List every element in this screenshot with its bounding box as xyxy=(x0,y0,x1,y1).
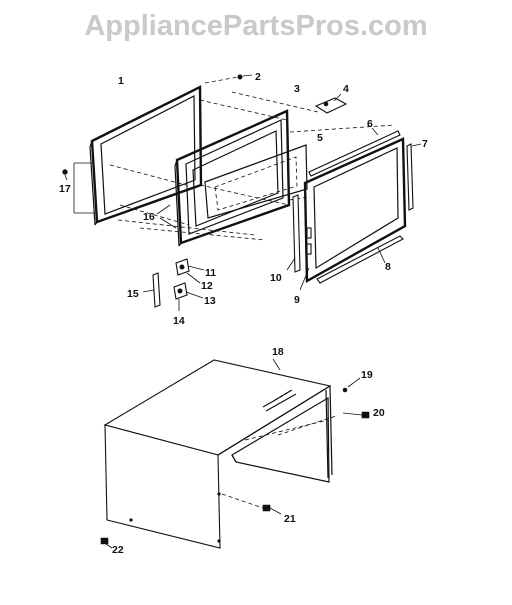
callout-10: 10 xyxy=(270,272,282,284)
part-17-door-screw xyxy=(62,162,95,214)
part-15-hinge-pin xyxy=(142,272,161,308)
callout-15: 15 xyxy=(127,288,139,300)
callout-20: 20 xyxy=(373,407,385,419)
callout-labels: 1 2 3 4 5 6 7 8 9 10 11 12 13 14 15 16 1… xyxy=(59,71,428,556)
callout-21: 21 xyxy=(284,513,296,525)
callout-3: 3 xyxy=(294,83,300,95)
callout-17: 17 xyxy=(59,183,71,195)
part-20-screw xyxy=(342,411,370,419)
callout-6: 6 xyxy=(367,118,373,130)
part-22-screw xyxy=(100,537,113,549)
part-11-12-upper-hinge xyxy=(175,258,205,284)
part-19-screw xyxy=(342,377,361,393)
callout-4: 4 xyxy=(343,83,349,95)
callout-19: 19 xyxy=(361,369,373,381)
part-6-top-trim xyxy=(308,127,401,177)
callout-11: 11 xyxy=(205,267,216,279)
assembly-guide-lines xyxy=(109,76,396,241)
part-10-left-trim xyxy=(286,194,301,273)
callout-1: 1 xyxy=(118,75,124,87)
part-4-bracket xyxy=(314,93,348,114)
callout-16: 16 xyxy=(143,211,155,223)
part-8-bottom-trim xyxy=(316,235,404,284)
part-5-window-glass xyxy=(204,144,308,219)
part-2-screw xyxy=(237,74,253,80)
callout-9: 9 xyxy=(294,294,300,306)
cabinet-guide-lines xyxy=(221,415,337,509)
callout-22: 22 xyxy=(112,544,124,556)
part-9-door-liner xyxy=(299,137,407,291)
part-7-side-trim xyxy=(406,143,422,211)
watermark: AppliancePartsPros.com xyxy=(84,10,428,42)
part-16-door-screws xyxy=(156,204,177,229)
callout-13: 13 xyxy=(204,295,216,307)
callout-18: 18 xyxy=(272,346,284,358)
callout-5: 5 xyxy=(317,132,323,144)
callout-2: 2 xyxy=(255,71,261,83)
part-21-screw xyxy=(262,504,282,515)
callout-14: 14 xyxy=(173,315,185,327)
callout-12: 12 xyxy=(201,280,213,292)
part-18-cabinet-wrapper xyxy=(103,358,333,549)
callout-7: 7 xyxy=(422,138,428,150)
part-13-14-lower-hinge xyxy=(173,282,204,311)
callout-8: 8 xyxy=(385,261,391,273)
part-3-door-frame xyxy=(174,109,291,247)
